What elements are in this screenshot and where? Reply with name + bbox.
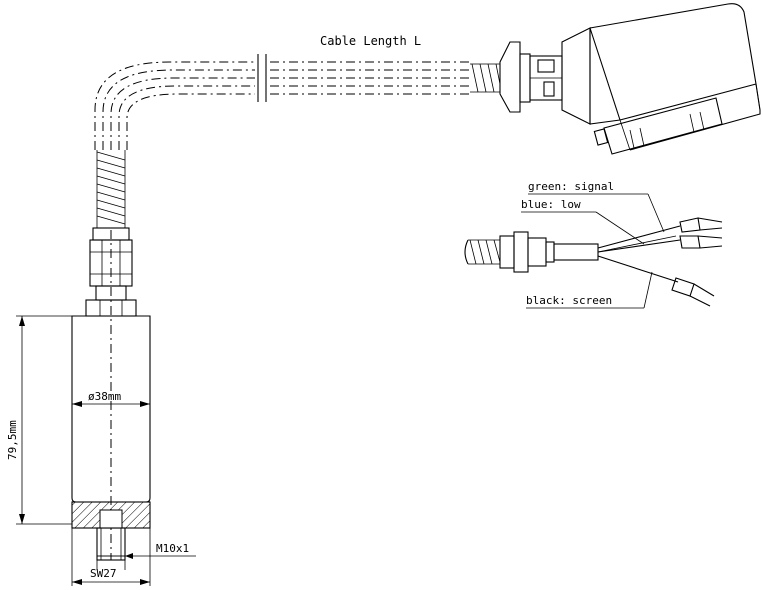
dimension-wrench — [71, 528, 151, 586]
wire-label-black: black: screen — [526, 294, 612, 307]
cable-length-label: Cable Length L — [320, 34, 421, 48]
height-label: 79,5mm — [6, 420, 19, 460]
dimension-height — [16, 315, 72, 525]
dimension-diameter — [72, 401, 150, 407]
wrench-label: SW27 — [90, 567, 117, 580]
thread-label: M10x1 — [156, 542, 189, 555]
wire-detail — [464, 193, 723, 309]
strain-relief-vertical — [96, 150, 126, 228]
cable — [94, 54, 470, 150]
wire-label-blue: blue: low — [521, 198, 581, 211]
wire-label-green: green: signal — [528, 180, 614, 193]
transmitter-body — [71, 227, 151, 561]
cable-connector — [470, 3, 761, 155]
dimension-thread — [96, 553, 196, 570]
diameter-label: ø38mm — [88, 390, 121, 403]
